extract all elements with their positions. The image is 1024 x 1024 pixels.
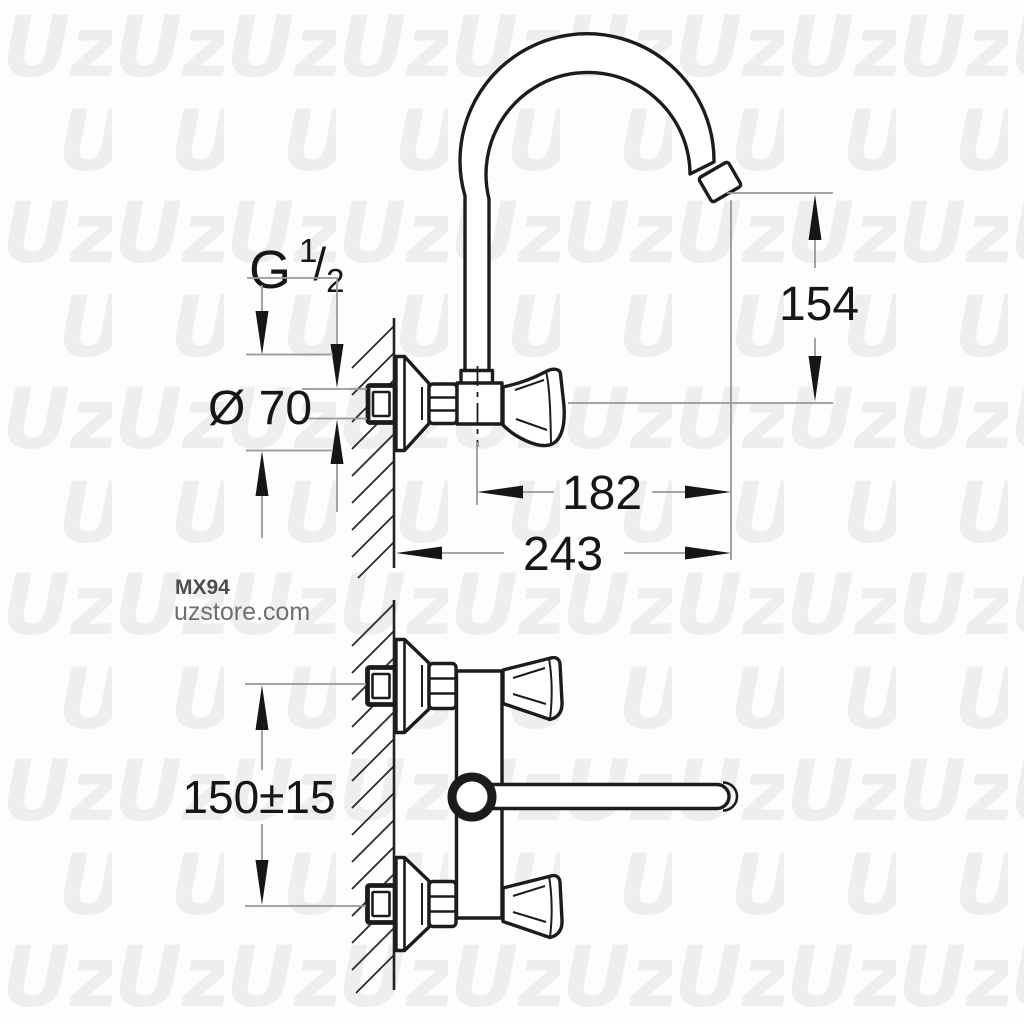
side-view bbox=[351, 32, 743, 579]
spout-reach-value: 182 bbox=[562, 467, 642, 520]
arrowhead-down bbox=[255, 311, 269, 355]
arrowhead-up bbox=[255, 685, 269, 730]
arrowhead-left bbox=[477, 485, 523, 499]
overall-reach-value: 243 bbox=[523, 528, 603, 581]
aerator-tip bbox=[697, 160, 743, 204]
arrowhead-down bbox=[330, 344, 344, 388]
leader-line bbox=[247, 277, 338, 344]
dimension-connection-spacing: 150±15 bbox=[182, 683, 366, 907]
arrowhead-down bbox=[808, 356, 822, 402]
valve-body bbox=[455, 381, 504, 426]
handle-bell-line bbox=[545, 371, 552, 445]
handle bbox=[501, 655, 564, 722]
spout-height-value: 154 bbox=[779, 278, 859, 331]
spout-pipe bbox=[458, 32, 716, 374]
hex-nut bbox=[427, 382, 459, 426]
dimension-overall-reach: 243 bbox=[396, 528, 731, 581]
arrowhead-up bbox=[255, 451, 269, 496]
connection-spacing-value: 150±15 bbox=[182, 771, 335, 823]
site-name: uzstore.com bbox=[174, 598, 310, 626]
handle-streaks bbox=[512, 667, 547, 705]
dimension-spout-height: 154 bbox=[568, 192, 859, 404]
hex-nut bbox=[427, 661, 458, 711]
dimension-spout-reach: 182 bbox=[476, 442, 731, 520]
extension-lines bbox=[246, 353, 333, 452]
hex-nut-facets bbox=[429, 396, 457, 412]
arrowhead-up bbox=[330, 419, 344, 464]
dimension-flange-diameter: Ø 70 bbox=[208, 285, 333, 538]
handle-streaks bbox=[514, 379, 548, 431]
swivel-joint bbox=[447, 772, 497, 822]
branding: MX94 uzstore.com bbox=[174, 576, 310, 626]
arrowhead-right bbox=[685, 485, 731, 499]
arrowhead-left bbox=[396, 546, 442, 560]
front-view bbox=[351, 600, 739, 994]
arrowhead-up bbox=[808, 194, 822, 240]
s-union-inner bbox=[371, 672, 391, 700]
spout-pipe-front bbox=[488, 782, 731, 811]
flange-diameter-value: Ø 70 bbox=[208, 382, 312, 435]
brand-code: MX94 bbox=[175, 576, 230, 599]
hex-nut-facets bbox=[429, 677, 456, 695]
arrowhead-right bbox=[685, 546, 731, 560]
handle-bell-line bbox=[548, 658, 553, 720]
spout-end-arc bbox=[722, 781, 739, 812]
valve-assembly-top bbox=[365, 637, 564, 735]
extension-lines bbox=[302, 388, 367, 420]
arrowhead-down bbox=[255, 860, 269, 905]
s-union-inner bbox=[371, 390, 391, 418]
